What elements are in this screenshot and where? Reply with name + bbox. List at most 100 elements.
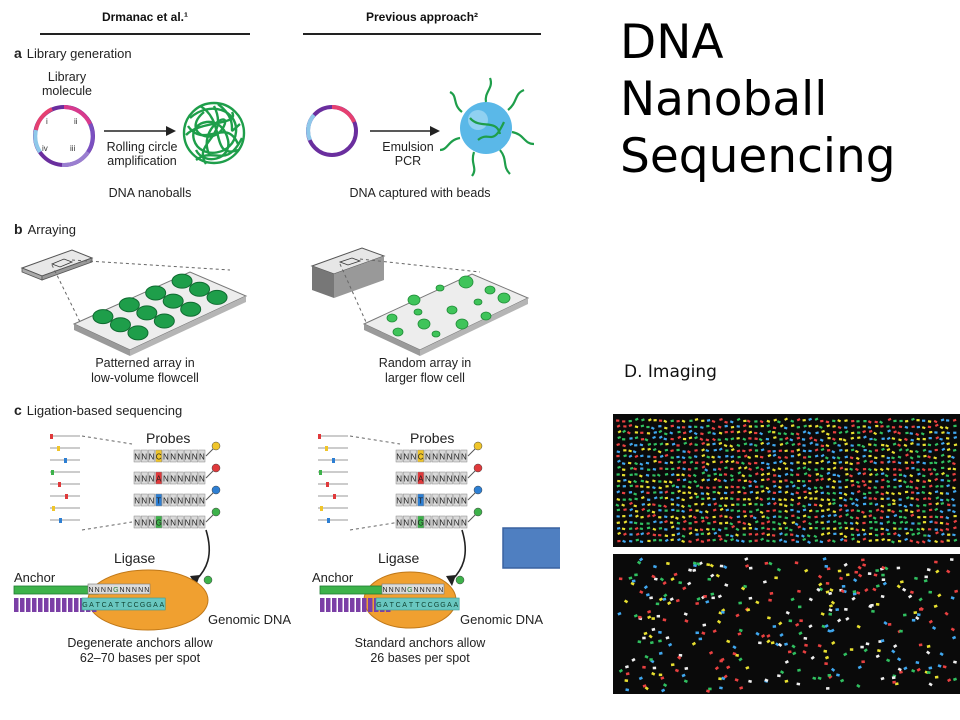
- random-array-spot: [435, 284, 445, 292]
- dense-spot: [736, 443, 741, 447]
- dense-spot: [927, 455, 932, 459]
- glyph-base: [332, 458, 335, 463]
- dense-spot: [659, 442, 664, 446]
- probe-cell: [140, 515, 148, 529]
- dense-spot: [814, 417, 819, 421]
- imaging-arrow: [502, 527, 560, 569]
- dense-spot: [796, 466, 801, 471]
- dense-spot: [850, 479, 854, 483]
- dense-spot: [759, 419, 764, 424]
- dense-spot: [652, 538, 657, 542]
- anchor-tooth: [44, 598, 49, 612]
- dense-spot: [676, 527, 680, 530]
- sparse-spot: [899, 629, 903, 633]
- dense-spot: [724, 437, 729, 441]
- b-left-caption-line-2: low-volume flowcell: [91, 371, 199, 385]
- probe-base-letter: N: [163, 497, 169, 506]
- dense-spot: [658, 527, 663, 530]
- dense-spot: [831, 539, 836, 543]
- dense-spot: [741, 474, 746, 478]
- dense-spot: [680, 504, 685, 509]
- title-line-3: Sequencing: [620, 129, 896, 184]
- sparse-spot: [630, 581, 635, 586]
- dense-spot: [712, 508, 717, 512]
- dense-spot: [748, 502, 752, 506]
- sparse-spot: [617, 611, 622, 616]
- dense-spot: [922, 510, 926, 513]
- sparse-spot: [658, 673, 663, 677]
- dense-spot: [843, 539, 848, 542]
- dense-spot: [784, 490, 789, 494]
- dense-spot: [940, 540, 944, 543]
- dense-spot: [814, 454, 819, 458]
- dense-spot: [880, 492, 885, 496]
- segment-i: i: [46, 117, 48, 126]
- dense-spot: [874, 528, 878, 531]
- sparse-spot: [911, 618, 916, 622]
- dense-spot: [874, 420, 878, 424]
- sparse-spot: [830, 628, 835, 633]
- sparse-spot: [682, 586, 687, 591]
- sparse-spot: [928, 590, 933, 594]
- dense-spot: [843, 498, 848, 502]
- dense-spot: [629, 501, 633, 506]
- dense-spot: [857, 431, 861, 434]
- dense-spot: [807, 515, 811, 519]
- probe-base-letter: N: [439, 453, 445, 462]
- sparse-spot: [726, 639, 731, 644]
- dense-spot: [934, 528, 938, 531]
- sparse-spot: [877, 648, 881, 653]
- dense-spot: [827, 477, 832, 481]
- dense-spot: [736, 486, 740, 489]
- dense-spot: [729, 420, 734, 424]
- dense-spot: [940, 479, 944, 482]
- dense-spot: [910, 461, 915, 465]
- probe-cell: [424, 471, 432, 485]
- sparse-spot: [926, 671, 931, 674]
- sparse-spot: [662, 683, 668, 688]
- dense-spot: [862, 467, 867, 471]
- sparse-spot: [740, 586, 746, 591]
- dense-spot: [628, 539, 633, 543]
- ligase-label-right: Ligase: [378, 550, 420, 566]
- dense-spot: [771, 534, 776, 537]
- dense-spot: [670, 538, 674, 542]
- dense-spot: [701, 465, 706, 469]
- dense-spot: [735, 539, 740, 543]
- dense-spot: [826, 531, 831, 536]
- dense-spot: [820, 514, 825, 519]
- probe-fluor: [473, 507, 483, 517]
- sparse-spot: [769, 591, 774, 595]
- probe-cell: [140, 471, 148, 485]
- dense-spot: [632, 450, 637, 454]
- dense-spot: [790, 432, 795, 436]
- dense-spot: [827, 502, 832, 506]
- sparse-spot: [875, 569, 879, 572]
- dense-spot: [639, 527, 644, 531]
- dense-spot: [916, 455, 921, 458]
- dense-spot: [838, 508, 843, 512]
- dense-spot: [694, 467, 698, 470]
- dense-spot: [664, 461, 669, 465]
- dense-spot: [884, 474, 889, 478]
- dense-spot: [814, 520, 819, 524]
- dense-spot: [867, 486, 872, 490]
- dense-spot: [904, 437, 908, 442]
- dense-spot: [773, 461, 777, 465]
- sparse-spot: [926, 650, 931, 655]
- dense-spot: [797, 453, 801, 457]
- probe-base-letter: N: [177, 453, 183, 462]
- probe-cell: [431, 449, 439, 463]
- dense-spot: [904, 419, 909, 423]
- dense-spot: [826, 485, 830, 488]
- section-b-letter: b: [14, 221, 23, 237]
- probe-base-letter: N: [396, 519, 402, 528]
- sparse-spot: [873, 573, 878, 577]
- glyph-base: [333, 494, 336, 499]
- dense-spot: [748, 484, 752, 488]
- sparse-spot: [824, 564, 829, 568]
- dense-spot: [705, 492, 710, 496]
- c-left-caption: Degenerate anchors allow 62–70 bases per…: [40, 636, 240, 666]
- sparse-spot: [702, 623, 707, 627]
- dense-spot: [796, 510, 801, 513]
